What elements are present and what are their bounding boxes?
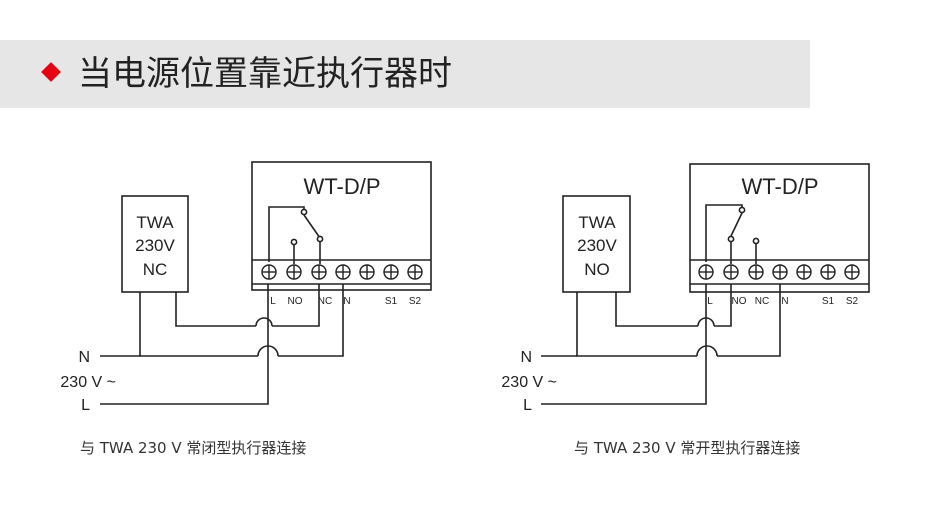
relay-switch-blade <box>303 214 321 239</box>
actuator-label-line-3: NO <box>584 260 610 279</box>
actuator-label-line-1: TWA <box>136 213 174 232</box>
wiring-diagram-nc <box>100 161 432 405</box>
supply-label-l: L <box>523 397 532 414</box>
terminal-label-no: NO <box>732 296 747 307</box>
actuator-label-line-2: 230V <box>135 236 175 255</box>
relay-common-wire <box>268 206 305 262</box>
terminal-screw <box>820 264 836 280</box>
live-supply-wire <box>100 284 269 405</box>
live-supply-wire <box>541 284 707 405</box>
relay-common-contact <box>300 208 308 216</box>
terminal-label-n: N <box>781 296 788 307</box>
terminal-label-s2: S2 <box>846 296 859 307</box>
terminal-screw <box>311 264 327 280</box>
relay-switch-blade <box>730 212 743 237</box>
diagram-caption-nc: 与 TWA 230 V 常闭型执行器连接 <box>80 439 306 457</box>
actuator-label-line-3: NC <box>143 260 168 279</box>
terminal-label-s1: S1 <box>385 296 398 307</box>
terminal-screw <box>383 264 399 280</box>
wire-crossover-hop <box>255 317 273 327</box>
terminal-label-l: L <box>270 296 276 307</box>
terminal-label-s2: S2 <box>409 296 422 307</box>
terminal-screw <box>844 264 860 280</box>
terminal-screw <box>723 264 739 280</box>
terminal-label-n: N <box>343 296 350 307</box>
terminal-screw <box>335 264 351 280</box>
diagram-caption-no: 与 TWA 230 V 常开型执行器连接 <box>574 439 800 457</box>
wiring-diagram-nc-labels: WT-D/P TWA 230V NC L NO NC N S1 S2 N 230… <box>60 174 421 457</box>
terminal-screw <box>796 264 812 280</box>
wiring-diagram-no-labels: WT-D/P TWA 230V NO L NO NC N S1 S2 N 230… <box>501 174 858 457</box>
actuator-to-neutral-wire <box>139 292 258 357</box>
actuator-to-no-wire-b <box>714 284 732 327</box>
terminal-screw <box>286 264 302 280</box>
relay-no-contact <box>290 238 298 246</box>
supply-label-voltage: 230 V ~ <box>60 374 116 391</box>
page-title: 当电源位置靠近执行器时 <box>78 54 452 94</box>
terminal-label-nc: NC <box>755 296 769 307</box>
terminal-screw <box>748 264 764 280</box>
actuator-label-line-2: 230V <box>577 236 617 255</box>
supply-label-n: N <box>520 349 532 366</box>
relay-common-wire <box>705 204 743 262</box>
actuator-box <box>121 195 189 293</box>
controller-title: WT-D/P <box>304 174 381 199</box>
terminal-screw <box>698 264 714 280</box>
wire-crossover-hop <box>696 345 718 357</box>
header-band <box>0 40 810 108</box>
actuator-to-no-wire-a <box>615 292 698 327</box>
actuator-label-line-1: TWA <box>578 213 616 232</box>
controller-title: WT-D/P <box>742 174 819 199</box>
actuator-box <box>562 195 631 293</box>
relay-nc-contact <box>316 235 324 243</box>
supply-label-n: N <box>78 349 90 366</box>
terminal-screws <box>261 264 423 280</box>
relay-common-contact <box>738 206 746 214</box>
actuator-to-nc-wire-a <box>175 292 256 327</box>
terminal-screws <box>698 264 860 280</box>
actuator-to-neutral-wire <box>576 292 697 357</box>
relay-nc-contact <box>752 237 760 245</box>
supply-label-voltage: 230 V ~ <box>501 374 557 391</box>
relay-no-contact <box>727 235 735 243</box>
terminal-label-l: L <box>707 296 713 307</box>
neutral-to-terminal-wire <box>717 284 781 357</box>
terminal-screw <box>261 264 277 280</box>
wiring-diagram-no <box>541 163 870 405</box>
terminal-label-s1: S1 <box>822 296 835 307</box>
actuator-to-nc-wire-b <box>272 284 320 327</box>
terminal-label-nc: NC <box>318 296 332 307</box>
terminal-screw <box>772 264 788 280</box>
terminal-label-no: NO <box>288 296 303 307</box>
supply-label-l: L <box>81 397 90 414</box>
controller-box <box>251 161 432 291</box>
terminal-screw <box>407 264 423 280</box>
neutral-to-terminal-wire <box>278 284 344 357</box>
terminal-screw <box>359 264 375 280</box>
